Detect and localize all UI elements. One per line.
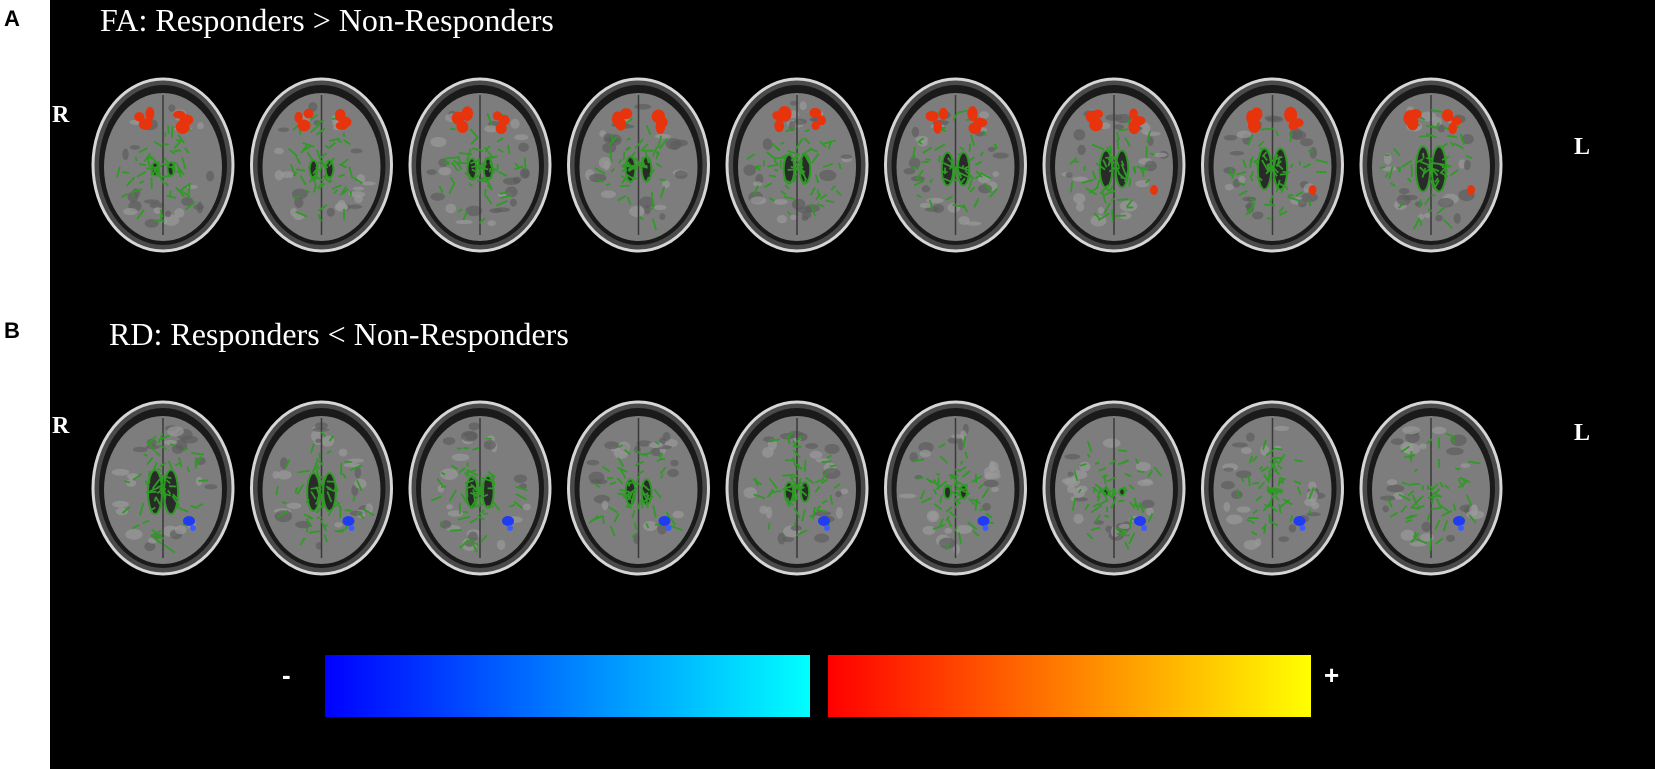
brain-slice xyxy=(408,400,552,576)
brain-slice xyxy=(1359,400,1503,576)
brain-slice xyxy=(250,77,393,253)
colorbar-negative-sign: - xyxy=(282,660,291,690)
brain-slice xyxy=(567,77,710,253)
panel-letter-b: B xyxy=(4,318,20,343)
panel-a-title: FA: Responders > Non-Responders xyxy=(100,2,554,38)
panel-a-left-hemisphere-label: L xyxy=(1574,134,1591,160)
brain-slice xyxy=(91,77,235,253)
brain-slice xyxy=(1201,400,1344,576)
brain-slice xyxy=(1042,77,1186,253)
panel-a-right-hemisphere-label: R xyxy=(52,102,70,128)
colorbar-negative-gradient xyxy=(325,655,810,717)
panel-letter-a: A xyxy=(4,6,20,31)
panel-b-left-hemisphere-label: L xyxy=(1574,420,1591,446)
colorbar-positive-gradient xyxy=(828,655,1311,717)
brain-slice xyxy=(1201,77,1344,253)
brain-slice xyxy=(250,400,393,576)
b-slices-svg xyxy=(91,400,1503,576)
brain-slice xyxy=(91,400,235,576)
brain-slice xyxy=(725,400,869,576)
colorbar-positive-sign: + xyxy=(1324,660,1340,690)
brain-slice xyxy=(567,400,710,576)
panel-b-right-hemisphere-label: R xyxy=(52,413,70,439)
brain-slice xyxy=(408,77,552,253)
panel-b-slice-row xyxy=(50,398,1655,578)
brain-slice xyxy=(1359,77,1503,253)
brain-slice xyxy=(725,77,869,253)
brain-slice xyxy=(884,77,1027,253)
brain-slice xyxy=(884,400,1027,576)
brain-slice xyxy=(1042,400,1186,576)
a-slices-svg xyxy=(91,77,1503,253)
panel-a-slice-row xyxy=(50,75,1655,255)
panel-b-title: RD: Responders < Non-Responders xyxy=(109,316,569,352)
